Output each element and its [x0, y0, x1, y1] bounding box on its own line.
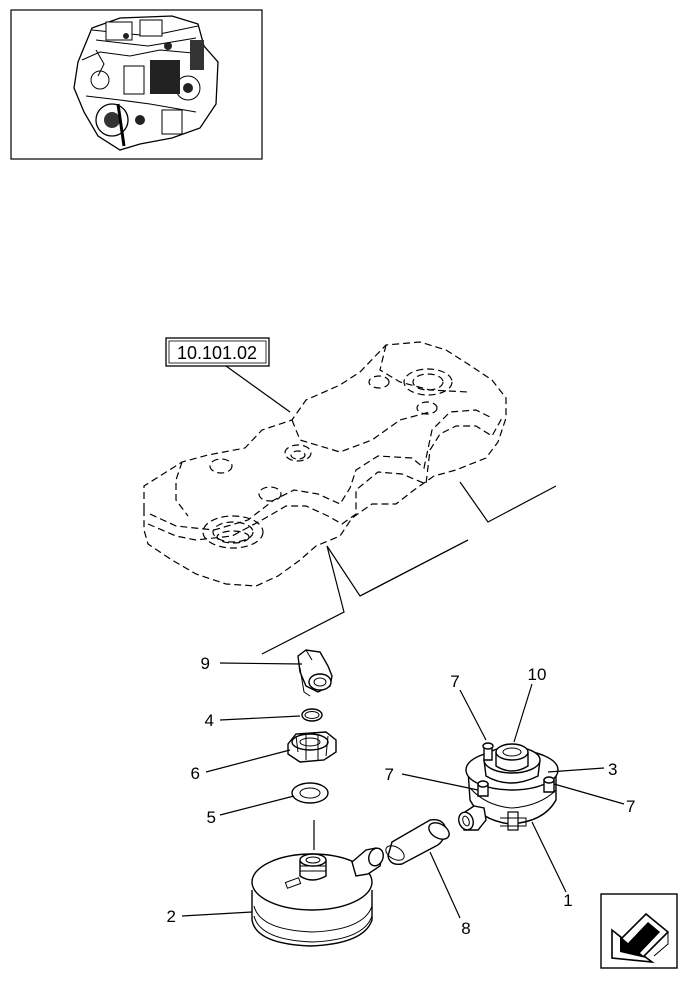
callout-7-right: 7 [626, 797, 635, 816]
o-ring[interactable] [301, 708, 323, 722]
valve-cover [143, 341, 507, 587]
assembly-lines [261, 481, 557, 655]
oil-separator[interactable] [251, 820, 386, 947]
callout-1: 1 [563, 891, 572, 910]
callout-7-left: 7 [385, 765, 394, 784]
engine-thumbnail-icon [73, 15, 219, 151]
callout-5: 5 [207, 808, 216, 827]
washer[interactable] [291, 782, 329, 804]
engine-thumbnail [10, 9, 263, 160]
callout-6: 6 [191, 764, 200, 783]
callout-10: 10 [528, 665, 547, 684]
callout-7-top: 7 [450, 672, 459, 691]
previous-page-arrow-icon [611, 912, 670, 964]
callout-9: 9 [201, 654, 210, 673]
leader-lines [181, 662, 625, 919]
callout-2: 2 [167, 907, 176, 926]
callout-4: 4 [205, 711, 214, 730]
nut[interactable] [287, 731, 337, 763]
reference-leader [225, 365, 291, 413]
reference-box[interactable]: 10.101.02 [165, 337, 270, 367]
previous-page-button[interactable] [600, 893, 678, 969]
hose[interactable] [383, 819, 452, 866]
callouts: 9 4 6 5 2 8 1 7 10 7 3 7 [167, 654, 636, 938]
reference-label: 10.101.02 [177, 343, 257, 363]
breather-valve[interactable] [456, 742, 559, 832]
callout-8: 8 [461, 919, 470, 938]
elbow-fitting[interactable] [297, 649, 333, 697]
callout-3: 3 [608, 760, 617, 779]
